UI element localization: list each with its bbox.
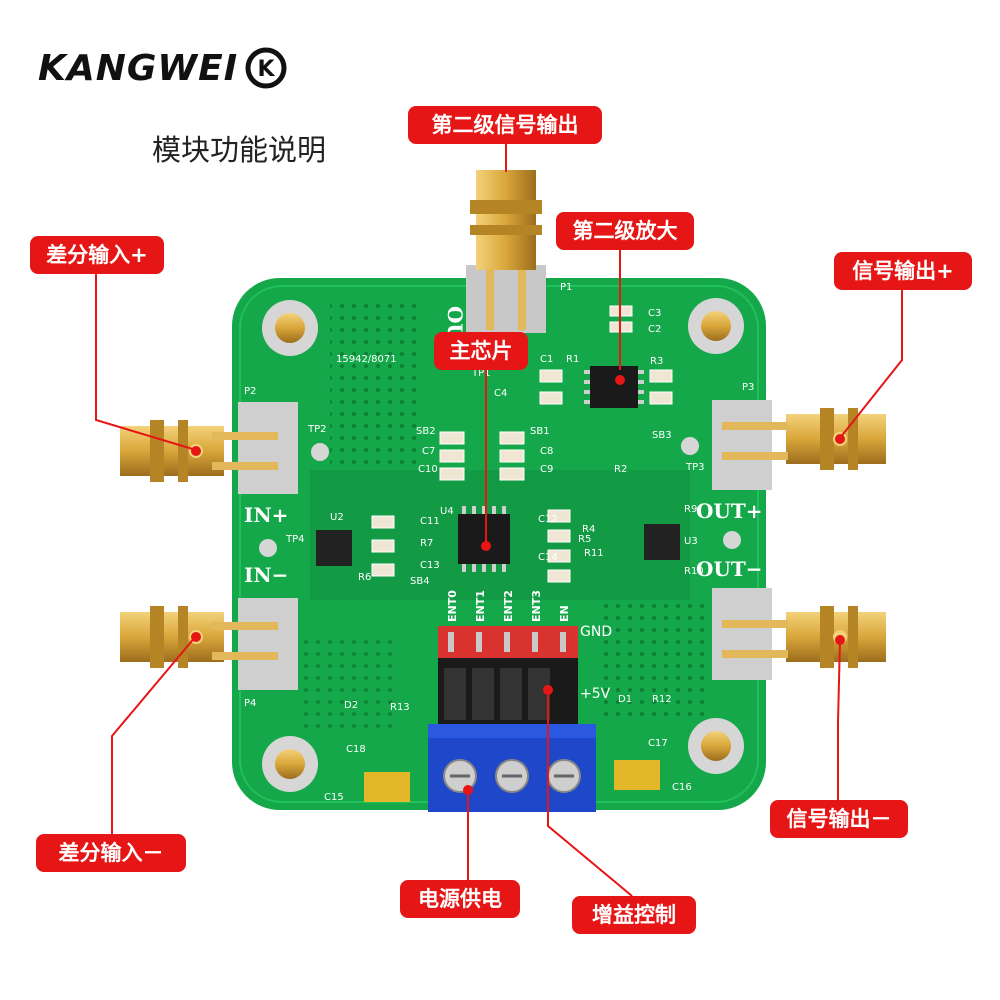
silk-c8: C8 [540,446,553,457]
silk-c10: C10 [418,464,438,475]
silk-in-plus: IN+ [244,503,288,527]
silk-r12: R12 [652,694,672,705]
silk-c11: C11 [420,516,440,527]
silk-tp3: TP3 [685,462,705,473]
mounting-holes [262,298,744,792]
silk-sb3: SB3 [652,430,672,441]
silk-5v: +5V [580,686,611,702]
callout-gain-control: 增益控制 [572,896,696,934]
silk-r4: R4 [582,524,595,535]
silk-c9: C9 [540,464,553,475]
second-stage-amp-ic [590,366,638,408]
silk-tp4: TP4 [285,534,305,545]
silk-c13: C13 [420,560,440,571]
power-terminal-block [428,724,596,812]
silk-c2: C2 [648,324,661,335]
silk-r1: R1 [566,354,579,365]
silk-u2: U2 [330,512,344,523]
sma-connector-in-plus [120,402,298,494]
callout-second-stage-amp: 第二级放大 [556,212,694,250]
callout-signal-output-minus: 信号输出－ [770,800,908,838]
brand-name: KANGWEI [38,47,239,89]
silk-d1: D1 [618,694,632,705]
silk-c12: C12 [538,514,558,525]
silk-r3: R3 [650,356,663,367]
brand-emblem-icon: K [245,47,287,89]
silk-u4: U4 [440,506,454,517]
silk-p2: P2 [244,386,256,397]
silk-gnd: GND [580,624,612,640]
callout-second-stage-output: 第二级信号输出 [408,106,602,144]
silk-c7: C7 [422,446,435,457]
silk-in-minus: IN− [244,563,288,587]
silk-r13: R13 [390,702,410,713]
sma-connector-out-plus [712,400,886,490]
silk-ent2: ENT2 [502,590,515,622]
silk-sb1: SB1 [530,426,550,437]
callout-diff-input-plus: 差分输入+ [30,236,164,274]
silk-tp2: TP2 [307,424,327,435]
callout-diff-input-minus: 差分输入－ [36,834,186,872]
silk-p1: P1 [560,282,572,293]
silk-r6: R6 [358,572,371,583]
silk-c15: C15 [324,792,344,803]
main-chip-ic [458,514,510,564]
silk-en: EN [558,605,571,622]
callout-main-chip: 主芯片 [434,332,528,370]
silk-p4: P4 [244,698,256,709]
silk-r2: R2 [614,464,627,475]
page-subtitle: 模块功能说明 [152,133,327,167]
callout-leader-lines [95,142,903,897]
silk-tp1: TP1 [471,368,491,379]
tantalum-cap-left [364,772,410,802]
silk-r10: R10 [684,566,704,577]
silk-sb4: SB4 [410,576,430,587]
sma-connector-in-minus [120,598,298,690]
silk-c14: C14 [538,552,558,563]
silk-c1: C1 [540,354,553,365]
brand-emblem-letter: K [258,57,276,82]
silk-r7: R7 [420,538,433,549]
silk-out-minus: OUT− [696,557,763,581]
callout-power-supply: 电源供电 [400,880,520,918]
silk-c17: C17 [648,738,668,749]
silk-c4: C4 [494,388,507,399]
silk-p3: P3 [742,382,754,393]
silk-c3: C3 [648,308,661,319]
transformer-u2 [316,530,352,566]
sma-connector-top [466,170,546,333]
silk-c18: C18 [346,744,366,755]
tantalum-cap-right [614,760,660,790]
silk-out-plus: OUT+ [696,499,763,523]
silk-u3: U3 [684,536,698,547]
silk-ent3: ENT3 [530,590,543,622]
silk-sb2: SB2 [416,426,436,437]
sma-connector-out-minus [712,588,886,680]
silk-d2: D2 [344,700,358,711]
silk-r9: R9 [684,504,697,515]
brand-logo: KANGWEI K [38,40,288,96]
gain-control-pin-headers [438,626,578,732]
callout-signal-output-plus: 信号输出+ [834,252,972,290]
silk-r5: R5 [578,534,591,545]
silk-serial: 15942/8071 [336,354,397,365]
silk-ent1: ENT1 [474,590,487,622]
silk-r11: R11 [584,548,604,559]
transformer-u3 [644,524,680,560]
silk-ent0: ENT0 [446,590,459,622]
silk-c16: C16 [672,782,692,793]
